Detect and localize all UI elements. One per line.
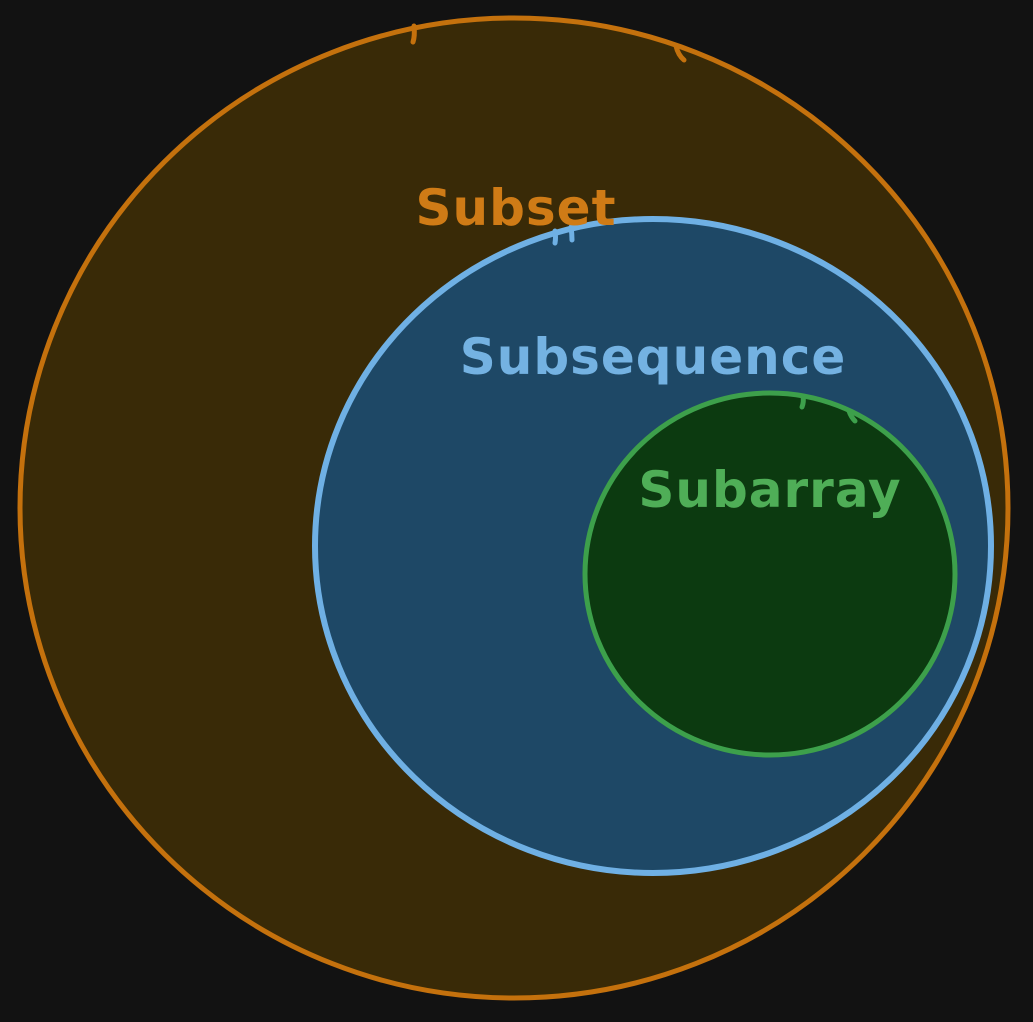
subset-label: Subset: [416, 179, 617, 237]
subset-stroke-tick-2: [673, 43, 687, 63]
subarray-stroke-tick-1: [799, 393, 806, 410]
subarray-label: Subarray: [638, 461, 901, 519]
subset-stroke-tick-1: [410, 23, 417, 45]
subsequence-stroke-tick-1: [552, 228, 558, 246]
subarray-stroke-tick-2: [846, 408, 858, 424]
subsequence-stroke-tick-2: [568, 224, 575, 243]
subsequence-label: Subsequence: [460, 328, 847, 386]
subarray-circle: [582, 390, 958, 758]
